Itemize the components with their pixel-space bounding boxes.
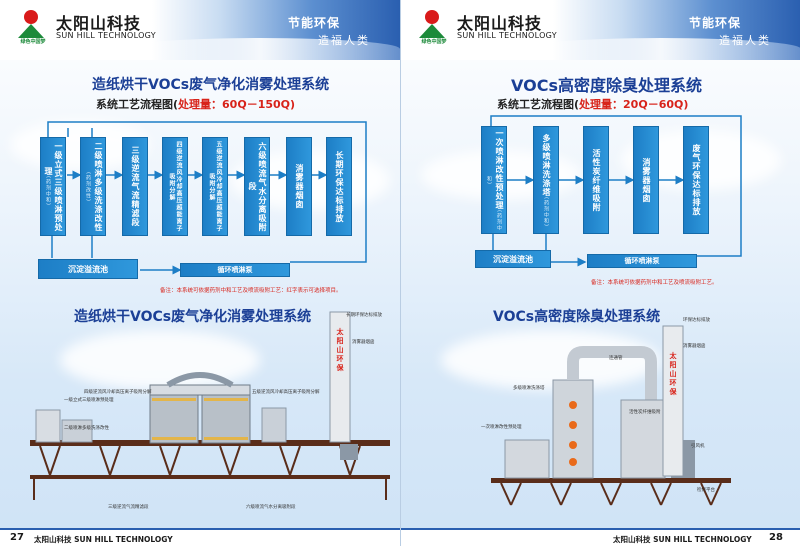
right-page-number: 28 bbox=[769, 532, 783, 543]
right-step-4: 消雾器烟囱 bbox=[633, 126, 659, 234]
right-step-3: 活性炭纤维吸附 bbox=[583, 126, 609, 234]
left-equipment-illustration bbox=[30, 311, 390, 500]
left-step-5: 五级逆流风冷却高压超能离子吸附分解 bbox=[202, 137, 228, 236]
right-pump-bar: 循环喷淋泵 bbox=[587, 254, 697, 268]
left-callout-2: 消雾器烟囱 bbox=[352, 340, 375, 345]
left-callout-8: 六级喷流气水分离吸附段 bbox=[246, 505, 296, 510]
right-stack-label: 太阳山环保 bbox=[669, 352, 677, 396]
page-left: 绿色中国梦 太阳山科技 SUN HILL TECHNOLOGY 节能环保 造福人… bbox=[0, 0, 400, 546]
brand-name-cn: 太阳山科技 bbox=[56, 14, 142, 33]
slogan-line1: 节能环保 bbox=[689, 16, 742, 30]
right-callout-2: 消雾器烟囱 bbox=[683, 344, 706, 349]
right-callout-6: 活性炭纤维吸附 bbox=[629, 410, 661, 415]
page-header-right: 绿色中国梦 太阳山科技 SUN HILL TECHNOLOGY 节能环保 造福人… bbox=[401, 0, 800, 60]
slogan-line2: 造福人类 bbox=[318, 34, 370, 47]
left-step-7: 消雾器烟囱 bbox=[286, 137, 312, 236]
right-callout-1: 环保达标排放 bbox=[683, 318, 710, 323]
brand-name-cn: 太阳山科技 bbox=[457, 14, 543, 33]
left-stack-label: 太阳山环保 bbox=[336, 328, 344, 372]
left-step-4: 四级逆流风冷却高压超能离子吸附分解 bbox=[162, 137, 188, 236]
left-tank-bar: 沉淀溢流池 bbox=[38, 259, 138, 279]
right-page-title: VOCs高密度除臭处理系统 bbox=[511, 76, 702, 95]
right-footer: 太阳山科技 SUN HILL TECHNOLOGY 28 bbox=[401, 528, 800, 546]
left-callout-3: 一级立式三级喷淋预处理 bbox=[64, 398, 114, 403]
right-footer-brand: 太阳山科技 SUN HILL TECHNOLOGY bbox=[613, 535, 752, 544]
sun-hill-logo-icon: 绿色中国梦 bbox=[16, 10, 46, 45]
left-step-2: 二级喷淋多级洗涤改性(药剂改性) bbox=[80, 137, 106, 236]
left-footer: 27 太阳山科技 SUN HILL TECHNOLOGY bbox=[0, 528, 400, 546]
right-section2-title: VOCs高密度除臭处理系统 bbox=[493, 309, 661, 325]
left-section2-title: 造纸烘干VOCs废气净化消雾处理系统 bbox=[74, 309, 312, 325]
right-callout-4: 多级喷淋洗涤塔 bbox=[513, 386, 545, 391]
left-flow-connectors bbox=[47, 121, 367, 275]
right-step-5: 废气环保达标排放 bbox=[683, 126, 709, 234]
left-page-subtitle: 系统工艺流程图(处理量：60Q－150Q) bbox=[96, 98, 296, 111]
right-callout-7: 引风机 bbox=[691, 444, 705, 449]
right-note: 备注：本系统可依据药剂中和工艺及喷流吸附工艺。 bbox=[591, 280, 718, 286]
right-equipment-illustration bbox=[491, 325, 731, 506]
page-header: 绿色中国梦 太阳山科技 SUN HILL TECHNOLOGY 节能环保 造福人… bbox=[0, 0, 400, 60]
left-callout-7: 三级逆流气流精滤段 bbox=[108, 505, 149, 510]
right-callout-5: 一次喷淋改性预处理 bbox=[481, 425, 522, 430]
left-step-1: 一级立式三级喷淋预处理(药剂中和) bbox=[40, 137, 66, 236]
left-callout-1: 长期环保达标排放 bbox=[346, 313, 382, 318]
right-callout-3: 连通管 bbox=[609, 356, 623, 361]
left-note: 备注：本系统可依据药剂中和工艺及喷流吸附工艺：红字表示可选择项目。 bbox=[160, 288, 342, 294]
page-right: 绿色中国梦 太阳山科技 SUN HILL TECHNOLOGY 节能环保 造福人… bbox=[400, 0, 800, 546]
left-step-3: 三级逆流气流精滤段 bbox=[122, 137, 148, 236]
right-flow-connectors bbox=[490, 115, 742, 267]
right-page-subtitle: 系统工艺流程图(处理量：20Q－60Q) bbox=[497, 98, 689, 111]
left-footer-brand: 太阳山科技 SUN HILL TECHNOLOGY bbox=[34, 535, 173, 544]
left-callout-4: 二级喷淋多级洗涤改性 bbox=[64, 426, 109, 431]
right-tank-bar: 沉淀溢流池 bbox=[475, 250, 551, 268]
right-step-2: 多级喷淋洗涤塔(药剂中和) bbox=[533, 126, 559, 234]
right-step-1: 一次喷淋改性预处理(药剂中和) bbox=[481, 126, 507, 234]
slogan-line1: 节能环保 bbox=[288, 16, 341, 30]
left-page-number: 27 bbox=[10, 532, 24, 543]
right-callout-8: 检修平台 bbox=[697, 488, 715, 493]
brand-name-en: SUN HILL TECHNOLOGY bbox=[457, 31, 557, 40]
slogan-line2: 造福人类 bbox=[719, 34, 771, 47]
left-callout-5: 四级逆流风冷却高压离子吸附分解 bbox=[84, 390, 152, 395]
left-callout-6: 五级逆流风冷却高压离子吸附分解 bbox=[252, 390, 320, 395]
left-pump-bar: 循环喷淋泵 bbox=[180, 263, 290, 277]
left-page-title: 造纸烘干VOCs废气净化消雾处理系统 bbox=[92, 77, 330, 93]
left-step-6: 六级喷流气水分离吸附段 bbox=[244, 137, 270, 236]
brand-name-en: SUN HILL TECHNOLOGY bbox=[56, 31, 156, 40]
left-step-8: 长期环保达标排放 bbox=[326, 137, 352, 236]
sun-hill-logo-icon: 绿色中国梦 bbox=[417, 10, 447, 45]
